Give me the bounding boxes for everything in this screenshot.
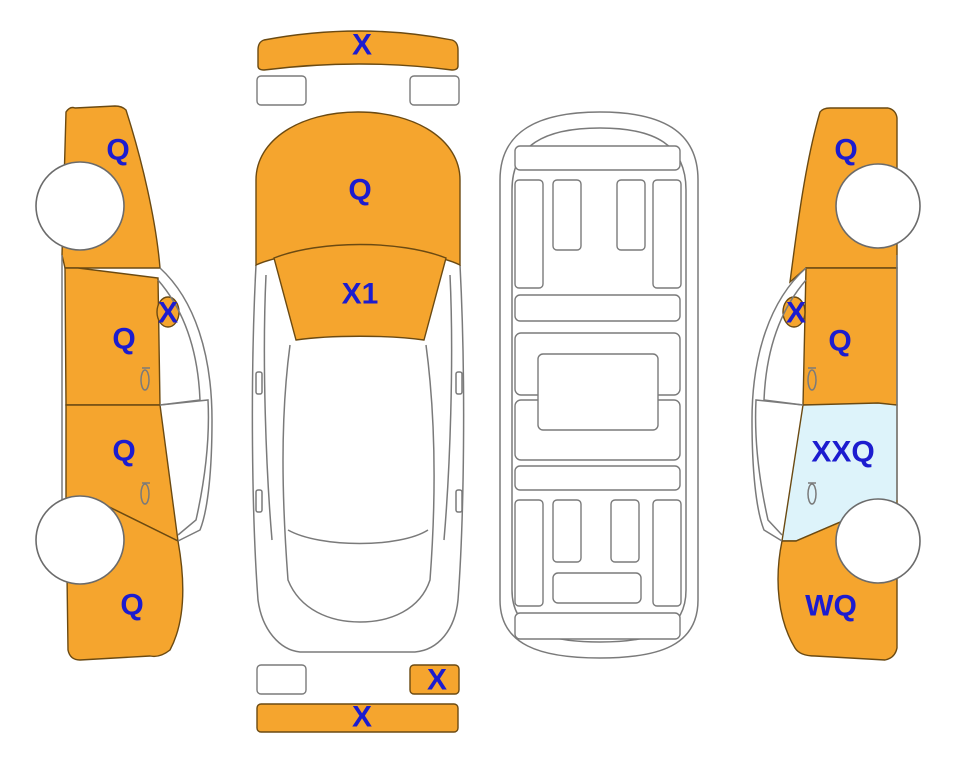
right-front-door-code: Q — [828, 325, 851, 358]
front-bumper-code: X — [352, 29, 372, 62]
windshield[interactable] — [273, 243, 447, 341]
rear-bumper[interactable] — [256, 703, 459, 733]
right-rear-door-code: XXQ — [811, 436, 874, 469]
top-view: X Q X1 X X — [251, 29, 465, 734]
front-left-light — [256, 75, 307, 106]
front-right-light — [409, 75, 460, 106]
right-mirror-code: X — [786, 297, 806, 330]
left-mirror-code: X — [158, 297, 178, 330]
hood-code: Q — [348, 174, 371, 207]
left-rear-quarter-code: Q — [120, 589, 143, 622]
right-side-view: Q X Q XXQ WQ — [751, 107, 921, 661]
rear-bumper-code: X — [352, 701, 372, 734]
windshield-code: X1 — [342, 278, 379, 311]
left-rear-wheel — [35, 495, 125, 585]
underbody-view — [499, 111, 699, 659]
right-rear-quarter-code: WQ — [805, 590, 857, 623]
right-rear-wheel — [835, 498, 921, 584]
rear-bumper-corner-code: X — [427, 664, 447, 697]
front-bumper[interactable] — [257, 30, 459, 71]
right-front-wheel — [835, 163, 921, 249]
rear-bumper-corner[interactable] — [409, 664, 460, 695]
left-front-fender-code: Q — [106, 134, 129, 167]
right-front-fender-code: Q — [834, 134, 857, 167]
left-front-wheel — [35, 161, 125, 251]
left-front-door-code: Q — [112, 323, 135, 356]
rear-left-light — [256, 664, 307, 695]
left-side-view: Q X Q Q Q — [35, 105, 213, 661]
left-rear-door-code: Q — [112, 435, 135, 468]
